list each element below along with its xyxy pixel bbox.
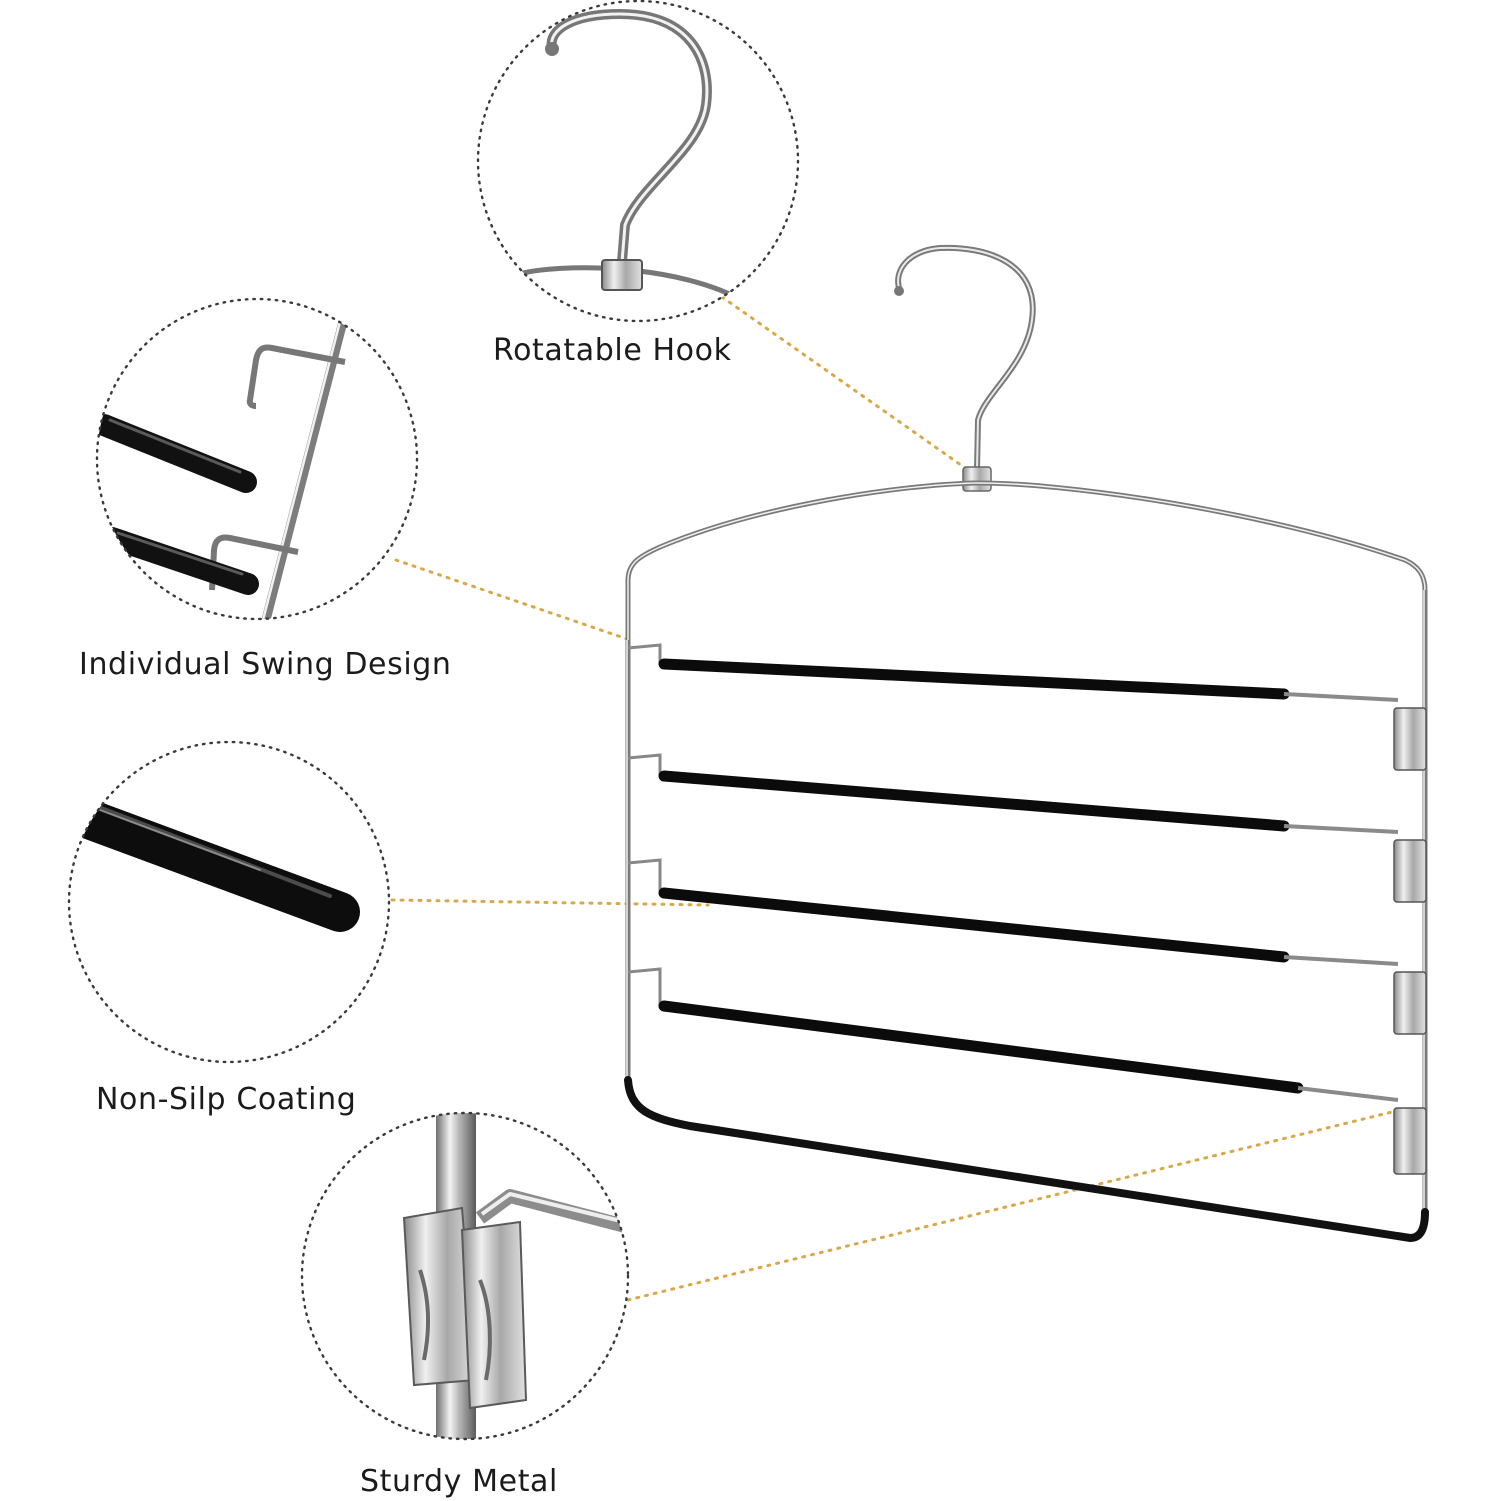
leader-line-hook [720, 295, 970, 472]
hanger-hook [895, 244, 1036, 473]
swing-bars [627, 643, 1427, 1175]
bottom-bar [624, 1076, 1429, 1243]
feature-label-hook: Rotatable Hook [493, 333, 732, 368]
feature-label-metal: Sturdy Metal [360, 1464, 558, 1499]
feature-label-coating: Non-Silp Coating [96, 1082, 357, 1117]
leader-line-metal [626, 1108, 1402, 1302]
swing-bar [627, 967, 1427, 1175]
swing-bar [627, 643, 1427, 771]
zoom-circle-coating [67, 740, 391, 1064]
swing-bar [627, 753, 1427, 903]
zoom-circle-hook [476, 0, 800, 323]
leader-line-swing [394, 558, 632, 642]
hook-swivel [962, 466, 992, 492]
hanger-main [624, 244, 1429, 1243]
zoom-circle-swing [95, 297, 419, 621]
leader-lines [390, 295, 1402, 1302]
swing-bar [627, 858, 1427, 1035]
zoom-circle-metal [300, 1111, 630, 1441]
leader-line-coating [390, 898, 710, 907]
hanger-frame-top [625, 480, 1428, 648]
feature-label-swing: Individual Swing Design [79, 647, 452, 682]
